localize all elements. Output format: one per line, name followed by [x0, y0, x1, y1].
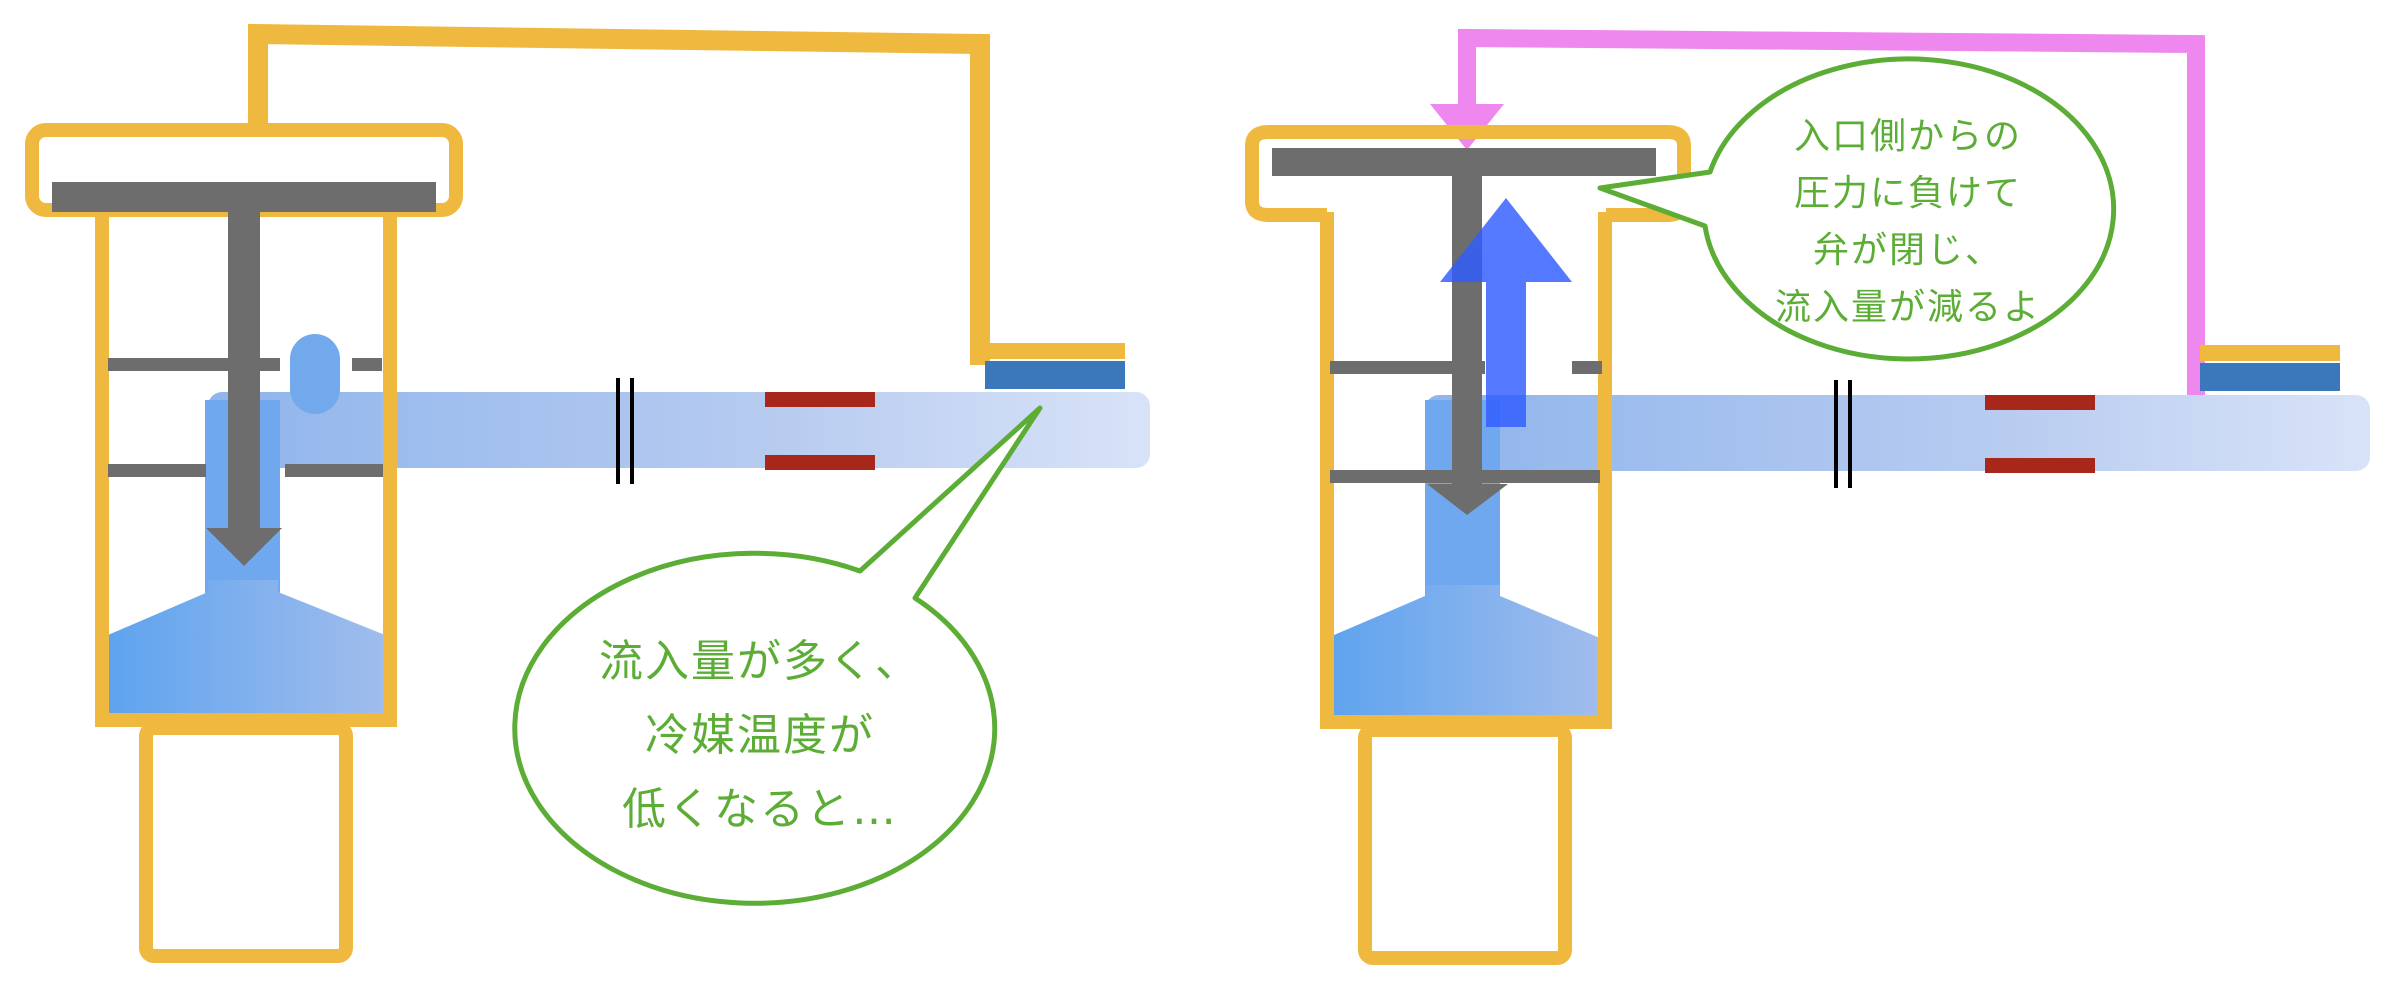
panel-right-valve — [1245, 28, 2370, 965]
diaphragm-plate — [52, 182, 436, 212]
callout-line: 弁が閉じ、 — [1812, 230, 2003, 271]
restriction-bottom — [1985, 458, 2095, 473]
lower-chamber-fluid — [108, 580, 385, 718]
valve-body — [1320, 212, 1612, 729]
capillary-tube — [248, 23, 990, 365]
callout-line: 圧力に負けて — [1793, 173, 2022, 214]
guide-bottom-right — [285, 464, 383, 477]
up-arrow-icon — [1440, 198, 1572, 427]
callout-line: 流入量が減るよ — [1774, 287, 2041, 328]
panel-left-valve — [25, 23, 1150, 963]
sensor-bulb-top — [2200, 345, 2340, 361]
refrigerant-pipe — [208, 392, 1150, 468]
guide-top-left — [1330, 361, 1485, 374]
callout-line: 低くなると… — [622, 784, 898, 835]
sensor-bulb — [985, 361, 1125, 389]
valve-body — [95, 216, 397, 727]
down-arrow-icon — [206, 528, 282, 566]
down-arrow-icon — [1427, 484, 1508, 515]
diaphragm-plate — [1272, 148, 1656, 176]
callout-text-after: 入口側からの 圧力に負けて 弁が閉じ、 流入量が減るよ — [1708, 108, 2108, 336]
callout-bubble — [512, 405, 1043, 906]
capillary-tube-active — [1458, 28, 2205, 395]
valve-base — [139, 721, 353, 963]
restriction-top — [765, 392, 875, 407]
valve-base — [1358, 723, 1572, 965]
callout-line: 流入量が多く、 — [599, 636, 921, 687]
callout-line: 入口側からの — [1793, 116, 2022, 157]
lower-chamber-fluid — [1327, 585, 1600, 720]
sensor-bulb — [2200, 363, 2340, 391]
guide-top-right — [1572, 361, 1602, 374]
callout-line: 冷媒温度が — [645, 710, 875, 761]
guide-bottom-left — [108, 464, 206, 477]
restriction-top — [1985, 395, 2095, 410]
restriction-bottom — [765, 455, 875, 470]
callout-text-before: 流入量が多く、 冷媒温度が 低くなると… — [520, 625, 1000, 847]
guide-bottom-left — [1330, 470, 1600, 483]
sensor-bulb-top — [985, 343, 1125, 359]
bleed-port — [290, 334, 340, 414]
valve-stem — [1452, 174, 1482, 484]
refrigerant-pipe — [1425, 395, 2370, 471]
guide-top-left — [108, 358, 280, 371]
guide-top-right — [352, 358, 382, 371]
callout-bubble — [1597, 56, 2117, 362]
